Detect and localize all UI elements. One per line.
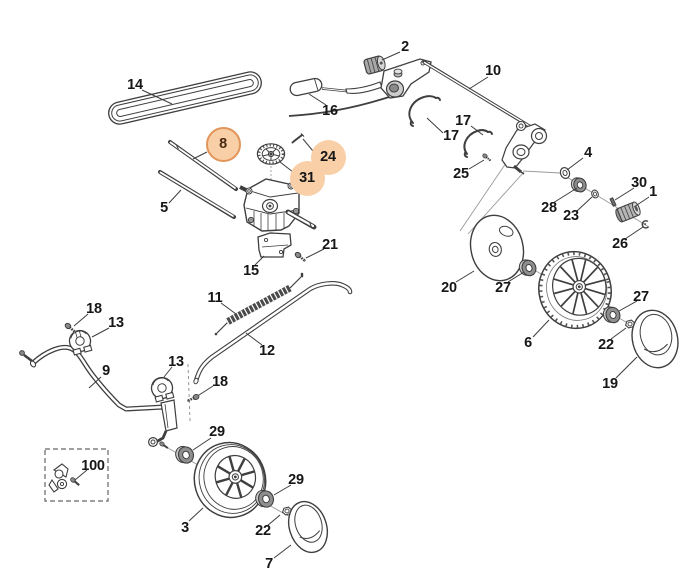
part-label-9[interactable]: 9 bbox=[102, 362, 110, 379]
bearing-29-right bbox=[255, 489, 275, 508]
pinion-1 bbox=[615, 201, 641, 223]
part-label-29a[interactable]: 29 bbox=[209, 423, 225, 440]
control-lever-assembly bbox=[288, 55, 432, 117]
key-30 bbox=[609, 197, 617, 207]
part-label-18b[interactable]: 18 bbox=[212, 373, 228, 390]
screw-21 bbox=[294, 251, 307, 263]
part-label-29b[interactable]: 29 bbox=[288, 471, 304, 488]
part-label-28[interactable]: 28 bbox=[541, 199, 557, 216]
gearbox-housing bbox=[239, 178, 300, 232]
drive-belt bbox=[108, 71, 262, 125]
height-lever-arm bbox=[148, 399, 178, 449]
front-wheel-3 bbox=[193, 441, 267, 519]
screw-25 bbox=[482, 153, 492, 162]
highlight-circle-31[interactable] bbox=[289, 160, 325, 196]
handle-grip-16 bbox=[289, 77, 347, 97]
shaft-5 bbox=[158, 170, 236, 219]
part-label-16[interactable]: 16 bbox=[322, 102, 338, 119]
part-label-19[interactable]: 19 bbox=[602, 375, 618, 392]
part-label-27b[interactable]: 27 bbox=[633, 288, 649, 305]
pulley-31 bbox=[256, 143, 286, 165]
part-label-17b[interactable]: 17 bbox=[443, 127, 459, 144]
part-label-2[interactable]: 2 bbox=[401, 38, 409, 55]
part-label-6[interactable]: 6 bbox=[524, 334, 532, 351]
drive-disc-20 bbox=[469, 214, 525, 282]
drive-shaft-8 bbox=[168, 140, 238, 191]
output-axle bbox=[285, 209, 317, 230]
part-label-13b[interactable]: 13 bbox=[168, 353, 184, 370]
part-label-27a[interactable]: 27 bbox=[495, 279, 511, 296]
part-label-23[interactable]: 23 bbox=[563, 207, 579, 224]
part-label-8[interactable]: 8 bbox=[219, 135, 227, 152]
bearing-27-left bbox=[518, 259, 537, 277]
part-label-7[interactable]: 7 bbox=[265, 555, 273, 572]
hubcap-19 bbox=[631, 309, 679, 369]
part-label-10[interactable]: 10 bbox=[485, 62, 501, 79]
part-label-31[interactable]: 31 bbox=[299, 169, 315, 186]
torsion-springs-17 bbox=[408, 95, 493, 158]
screw-18-upper bbox=[64, 322, 77, 334]
part-label-12[interactable]: 12 bbox=[259, 342, 275, 359]
clip-26 bbox=[641, 220, 650, 229]
kit-box-100 bbox=[44, 448, 109, 502]
washer-dot bbox=[300, 272, 304, 276]
part-label-3[interactable]: 3 bbox=[181, 519, 189, 536]
bearing-29-left bbox=[175, 445, 195, 464]
part-label-17a[interactable]: 17 bbox=[455, 112, 471, 129]
part-label-26[interactable]: 26 bbox=[612, 235, 628, 252]
part-label-22b[interactable]: 22 bbox=[255, 522, 271, 539]
leader-lines bbox=[73, 51, 650, 559]
part-label-22a[interactable]: 22 bbox=[598, 336, 614, 353]
part-label-24[interactable]: 24 bbox=[320, 148, 336, 165]
pin-24 bbox=[291, 133, 305, 144]
part-label-5[interactable]: 5 bbox=[160, 199, 168, 216]
part-label-15[interactable]: 15 bbox=[243, 262, 259, 279]
kit-100-parts bbox=[48, 463, 80, 493]
link-rod-12 bbox=[193, 281, 353, 385]
part-label-11[interactable]: 11 bbox=[207, 289, 223, 306]
highlight-circle-8[interactable] bbox=[205, 126, 241, 162]
rear-wheel-6 bbox=[538, 250, 612, 330]
part-label-14[interactable]: 14 bbox=[127, 76, 143, 93]
clamp-13-upper bbox=[68, 329, 93, 356]
clamp-13-mid bbox=[150, 376, 175, 403]
bearing-27-right bbox=[602, 306, 621, 324]
part-label-25[interactable]: 25 bbox=[453, 165, 469, 182]
part-label-4[interactable]: 4 bbox=[584, 144, 592, 161]
part-label-13a[interactable]: 13 bbox=[108, 314, 124, 331]
part-label-30[interactable]: 30 bbox=[631, 174, 647, 191]
part-label-20[interactable]: 20 bbox=[441, 279, 457, 296]
part-label-18a[interactable]: 18 bbox=[86, 300, 102, 317]
tension-spring-11 bbox=[214, 274, 304, 336]
brake-rod-10 bbox=[422, 60, 541, 134]
hubcap-7 bbox=[287, 500, 329, 554]
screw-18-mid bbox=[186, 393, 200, 403]
pivot-bracket bbox=[501, 120, 548, 175]
handlebar-9 bbox=[19, 344, 167, 412]
part-label-1[interactable]: 1 bbox=[649, 183, 657, 200]
part-label-21[interactable]: 21 bbox=[322, 236, 338, 253]
part-label-100[interactable]: 100 bbox=[81, 457, 105, 474]
washer-23 bbox=[591, 189, 599, 199]
mounting-bracket-15 bbox=[257, 232, 292, 258]
knob-2 bbox=[363, 55, 386, 75]
